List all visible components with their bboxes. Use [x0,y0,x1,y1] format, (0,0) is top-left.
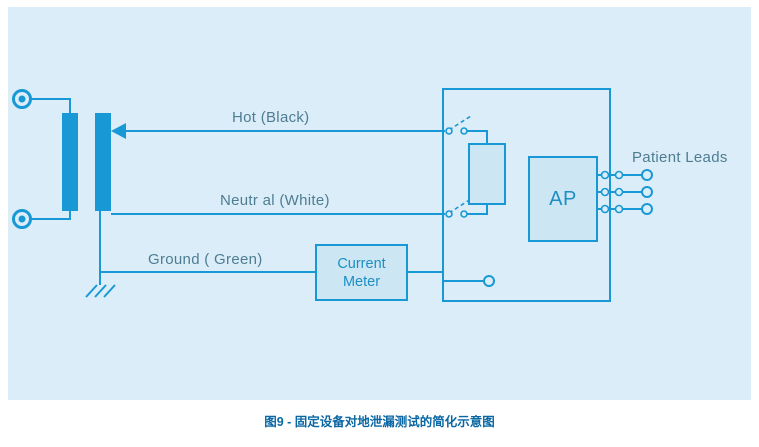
input-terminal-bottom [12,209,32,229]
terminal-bottom-lead [31,211,71,220]
patient-lead-row [598,186,653,198]
probe-terminal [483,275,495,287]
figure-caption: 图9 - 固定设备对地泄漏测试的简化示意图 [264,415,495,429]
lead-end [641,203,653,215]
circuit-wires [12,88,653,302]
lead-connector [600,170,610,180]
diagram-panel: Hot (Black) Neutr al (White) Ground ( Gr… [8,7,751,400]
neutral-switch [445,198,472,218]
lead-connector [614,187,624,197]
input-terminal-top [12,89,32,109]
neutral-label: Neutr al (White) [220,192,330,209]
hot-line [111,115,488,144]
lead-end [641,169,653,181]
current-meter-box: Current Meter [315,244,408,301]
transformer-primary-winding [62,113,78,211]
measurement-loop [442,88,611,302]
transformer [62,113,111,211]
chassis-probe [443,275,495,287]
ap-box: AP [528,156,598,242]
hot-label: Hot (Black) [232,109,310,126]
current-meter-label-line2: Meter [342,273,381,290]
lead-connector [614,170,624,180]
current-meter-label-line1: Current [337,255,386,272]
lead-connector [614,204,624,214]
lead-connector [600,187,610,197]
lead-connector [600,204,610,214]
ground-symbol [85,272,116,298]
ground-label: Ground ( Green) [148,251,263,268]
lead-end [641,186,653,198]
terminal-top-lead [31,98,71,113]
ap-label: AP [549,187,577,210]
patient-lead-row [598,169,653,181]
patient-lead-row [598,203,653,215]
patient-leads-label: Patient Leads [632,149,728,166]
transformer-secondary-winding [95,113,111,211]
hot-arrow [111,123,126,139]
resistor-box [468,143,506,205]
neutral-line [111,198,488,218]
ground-line [85,211,315,298]
